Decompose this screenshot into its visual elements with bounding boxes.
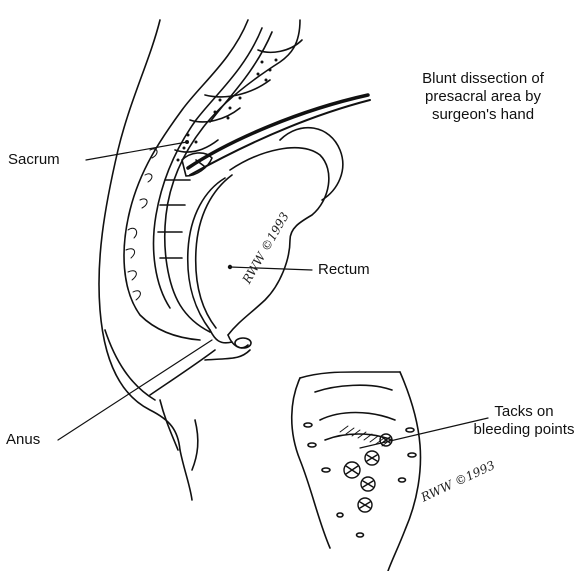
inset-view (292, 372, 421, 571)
body-outline (99, 20, 250, 500)
label-blunt-line2: presacral area by (388, 88, 578, 106)
label-tacks-line2: bleeding points (470, 421, 578, 439)
sacrum-pointer-dot (185, 140, 189, 144)
surgeons-hand (182, 95, 370, 176)
tack-1 (344, 462, 360, 478)
leader-lines (58, 142, 488, 448)
label-blunt-line3: surgeon's hand (388, 106, 578, 124)
tack-4 (358, 498, 372, 512)
label-blunt-dissection: Blunt dissection of presacral area by su… (388, 70, 578, 124)
rectum-pointer-dot (228, 265, 232, 269)
posterior-tissue (126, 149, 157, 300)
label-tacks-line1: Tacks on (470, 403, 578, 421)
tack-2 (365, 451, 379, 465)
label-tacks: Tacks on bleeding points (470, 403, 578, 439)
label-sacrum: Sacrum (8, 151, 60, 169)
label-anus: Anus (6, 431, 40, 449)
label-blunt-line1: Blunt dissection of (388, 70, 578, 88)
tack-3 (361, 477, 375, 491)
label-rectum: Rectum (318, 261, 370, 279)
